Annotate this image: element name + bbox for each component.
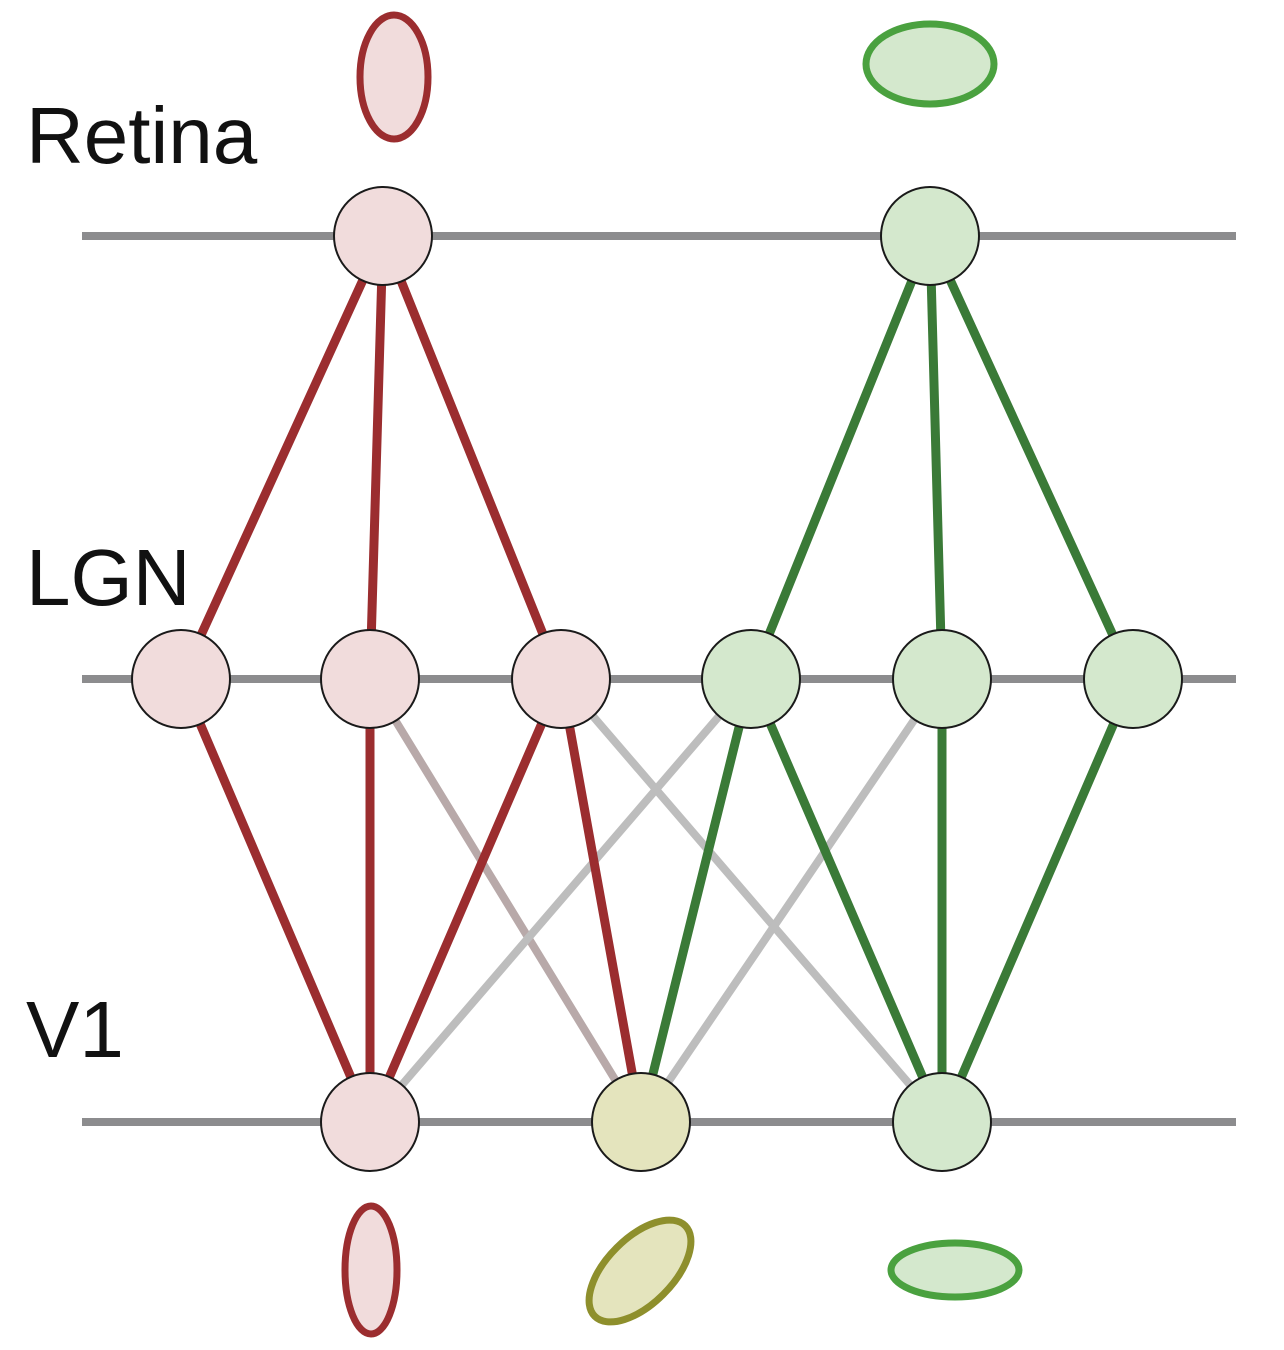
connection-lgn-green-2-to-v1-olive: [637, 675, 946, 1126]
connection-retina-red-to-lgn-red-2: [365, 231, 388, 684]
node-v1-olive: [591, 1072, 691, 1172]
node-lgn-green-2: [892, 629, 992, 729]
rf-retina-green-ellipse: [862, 20, 998, 108]
rf-retina-red-ellipse: [356, 11, 432, 143]
connections: [176, 231, 1138, 1127]
lgn-label: LGN: [26, 533, 191, 622]
rf-v1-green-ellipse: [887, 1239, 1023, 1301]
node-lgn-red-3: [511, 629, 611, 729]
node-v1-green: [892, 1072, 992, 1172]
connection-lgn-green-1-to-v1-red: [366, 675, 755, 1126]
node-lgn-green-1: [701, 629, 801, 729]
connection-lgn-red-3-to-v1-olive: [556, 674, 646, 1127]
v1-label: V1: [26, 985, 124, 1074]
nodes: [131, 186, 1183, 1172]
node-lgn-red-1: [131, 629, 231, 729]
connection-retina-green-to-lgn-green-3: [925, 231, 1138, 684]
connection-lgn-green-1-to-v1-green: [746, 674, 947, 1127]
rf-v1-red-ellipse: [341, 1202, 401, 1338]
node-retina-red: [333, 186, 433, 286]
connection-lgn-red-1-to-v1-red: [176, 674, 375, 1127]
node-retina-green: [880, 186, 980, 286]
connection-lgn-red-2-to-v1-olive: [366, 675, 645, 1126]
connection-retina-red-to-lgn-red-1: [176, 231, 388, 684]
retina-label: Retina: [26, 91, 258, 180]
connection-lgn-green-1-to-v1-olive: [636, 674, 756, 1127]
node-v1-red: [320, 1072, 420, 1172]
connection-lgn-red-3-to-v1-green: [557, 675, 946, 1126]
connection-retina-green-to-lgn-green-1: [746, 231, 935, 684]
connection-retina-red-to-lgn-red-3: [378, 231, 566, 684]
connection-retina-green-to-lgn-green-2: [925, 231, 947, 684]
node-lgn-red-2: [320, 629, 420, 729]
rf-v1-olive-ellipse: [585, 1216, 695, 1326]
node-lgn-green-3: [1083, 629, 1183, 729]
connection-lgn-red-3-to-v1-red: [365, 674, 566, 1127]
layer-lines: [82, 232, 1236, 1126]
receptive-fields: [341, 11, 1023, 1338]
connection-lgn-green-3-to-v1-green: [937, 674, 1138, 1127]
